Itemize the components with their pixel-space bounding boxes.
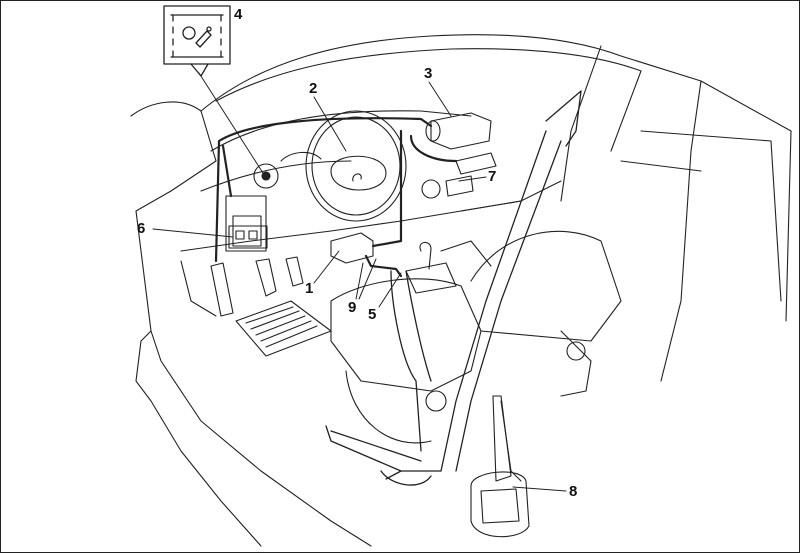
front-seat (330, 230, 622, 444)
seat-belt (325, 90, 582, 486)
connector-7 (421, 152, 497, 199)
pedals (210, 256, 304, 317)
callout-8: 8 (569, 483, 578, 500)
steering-wheel (305, 110, 407, 222)
callout-4: 4 (234, 6, 243, 23)
dashboard (180, 110, 562, 317)
leader-line-6 (152, 228, 234, 238)
wiring-harness (214, 117, 458, 278)
callout-7: 7 (488, 168, 497, 185)
leader-line-9a (355, 262, 364, 300)
leader-line-2 (313, 96, 347, 152)
callout-3: 3 (424, 65, 433, 82)
callout-2: 2 (309, 80, 318, 97)
leader-line-7 (458, 176, 487, 182)
callout-9: 9 (348, 299, 357, 316)
floor-mat (235, 300, 332, 357)
gear-lever (405, 241, 457, 294)
leader-line-8 (512, 486, 567, 492)
leader-line-1 (313, 250, 340, 284)
control-unit (330, 232, 374, 264)
leader-line-9b (358, 258, 377, 300)
callout-6: 6 (137, 220, 146, 237)
callout-1: 1 (305, 280, 314, 297)
leader-line-5 (378, 272, 402, 308)
seat-belt-pretensioner (470, 395, 530, 538)
airbag-module-passenger (425, 112, 492, 150)
airbag-warning-light-inset (163, 5, 231, 77)
airbag-symbol-icon (182, 26, 196, 40)
callout-5: 5 (368, 306, 377, 323)
leader-line-4 (198, 72, 264, 174)
leader-line-3 (428, 81, 452, 117)
car-body-outline (130, 34, 792, 547)
leader-lines (152, 72, 567, 492)
